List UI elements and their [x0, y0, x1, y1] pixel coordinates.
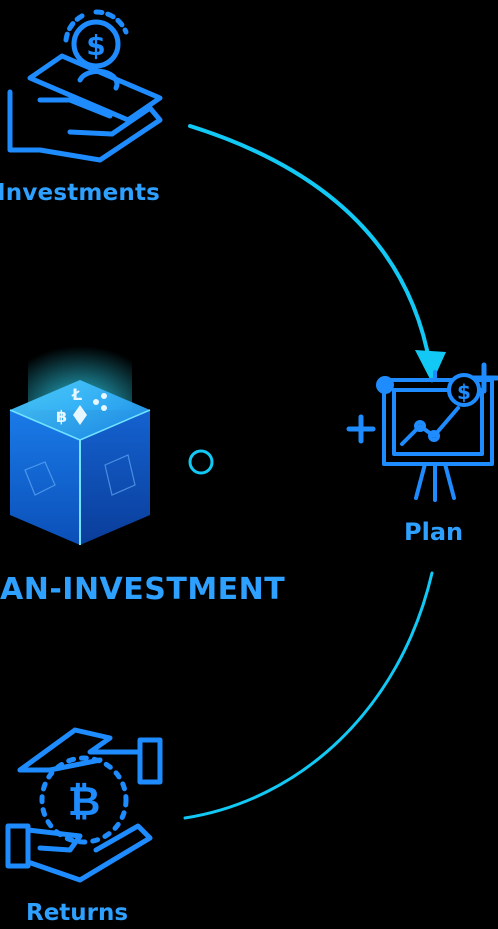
connector-node-icon: [188, 449, 214, 475]
arrow-investments-to-plan: [188, 124, 432, 367]
label-center: AN-INVESTMENT: [0, 572, 286, 607]
svg-text:₿: ₿: [68, 779, 101, 825]
hand-money-icon: $: [7, 9, 163, 163]
svg-text:฿: ฿: [56, 407, 67, 426]
hands-bitcoin-icon: ₿: [5, 727, 163, 883]
svg-text:$: $: [86, 29, 105, 62]
svg-text:$: $: [457, 380, 471, 404]
label-investments: Investments: [0, 180, 161, 206]
crypto-cube-icon: ฿ Ł: [9, 330, 151, 545]
curve-plan-to-returns: [183, 571, 434, 820]
chart-board-dollar-icon: $: [382, 370, 494, 502]
label-returns: Returns: [26, 900, 129, 926]
svg-text:Ł: Ł: [71, 385, 82, 404]
arrowhead-icon: [415, 350, 446, 383]
plus-icon-2: [346, 414, 376, 444]
label-plan: Plan: [404, 518, 464, 546]
